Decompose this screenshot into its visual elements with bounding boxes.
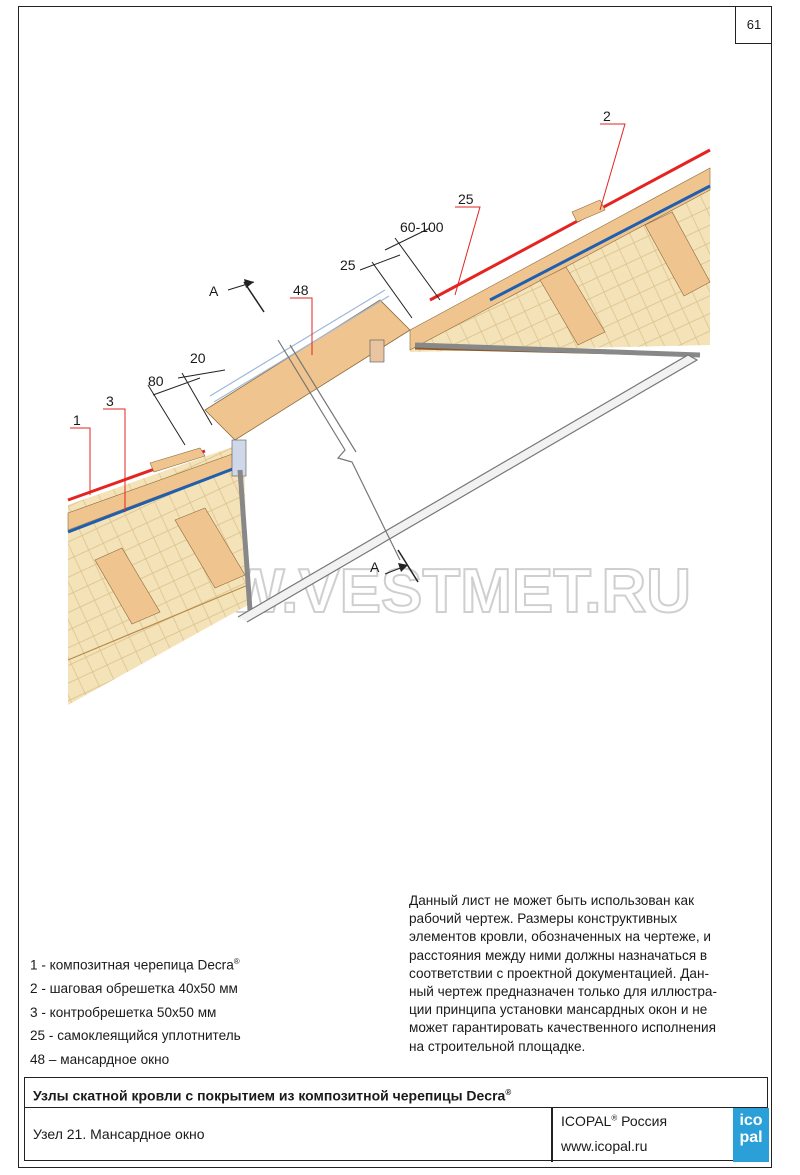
lower-roof-assembly [67, 445, 249, 705]
window-glass-1 [209, 289, 386, 397]
disclaimer-note: Данный лист не может быть использован ка… [409, 892, 771, 1056]
dim-20: 20 [190, 350, 206, 366]
note-line: может гарантировать качественного исполн… [409, 1020, 717, 1036]
upper-roof-assembly [409, 148, 711, 357]
page-number: 61 [735, 6, 772, 44]
leader-25 [454, 206, 481, 296]
upper-rafter-2 [539, 266, 606, 346]
logo-line-2: pal [739, 1129, 763, 1146]
company-website: www.icopal.ru [561, 1138, 648, 1154]
company-text: ICOPAL [561, 1113, 612, 1129]
dim-60-100: 60-100 [400, 219, 444, 235]
dim-line-60 [384, 227, 431, 251]
company-suffix: Россия [617, 1113, 668, 1129]
title-block: Узлы скатной кровли с покрытием из компо… [24, 1077, 769, 1162]
section-cut-line-2 [289, 344, 357, 453]
section-marker-bottom: А [370, 549, 419, 583]
window-frame [204, 299, 411, 441]
dim-line-25 [359, 254, 401, 271]
note-line: ный чертеж предназначен только для иллюс… [409, 984, 717, 1000]
section-marker-top: А [209, 279, 265, 313]
lower-membrane [67, 465, 239, 534]
section-a-bottom-label: А [370, 559, 380, 575]
dim-line-20 [177, 369, 226, 379]
note-line: элементов кровли, обозначенных на чертеж… [409, 929, 712, 945]
window-lining-lower [237, 469, 253, 611]
dim-line-80 [152, 377, 201, 396]
callout-3: 3 [106, 393, 114, 409]
note-line: расстояния между ними должны назначаться… [409, 947, 708, 963]
legend-list: 1 - композитная черепица Decra® 2 - шагов… [30, 950, 241, 1072]
dim-ext-25 [371, 261, 413, 319]
window-handle [369, 339, 385, 363]
company-sup: ® [611, 1113, 618, 1123]
lower-board [67, 584, 249, 661]
roof-window [204, 289, 701, 611]
callout-2: 2 [603, 108, 611, 124]
title-text: Узлы скатной кровли с покрытием из компо… [33, 1087, 506, 1104]
interior-lining [237, 354, 699, 623]
legend-item: 3 - контробрешетка 50х50 мм [30, 1004, 217, 1020]
upper-membrane [489, 184, 711, 302]
note-line: Данный лист не может быть использован ка… [409, 893, 695, 908]
note-line: ции принципа установки мансардных окон и… [409, 1002, 708, 1018]
dimensions [147, 227, 441, 446]
lower-batten [149, 447, 206, 473]
title-block-divider [551, 1108, 553, 1162]
leader-1 [70, 427, 91, 495]
callout-48: 48 [293, 282, 309, 298]
title-sup: ® [505, 1088, 512, 1097]
note-line: соответствии с проектной документацией. … [409, 965, 710, 981]
callouts [70, 123, 626, 512]
window-glass-2 [213, 295, 390, 403]
logo-line-1: ico [739, 1112, 763, 1129]
company-name: ICOPAL® Россия [561, 1113, 667, 1129]
dim-25: 25 [340, 257, 356, 273]
dim-ext-20 [181, 372, 213, 426]
dim-ext-80a [147, 384, 186, 446]
legend-item: 48 – мансардное окно [30, 1051, 170, 1067]
title-block-title: Узлы скатной кровли с покрытием из компо… [25, 1078, 767, 1108]
leader-3 [103, 408, 126, 512]
dim-ext-60 [394, 237, 441, 301]
callout-1: 1 [73, 412, 81, 428]
legend-item: 2 - шаговая обрешетка 40х50 мм [30, 981, 238, 997]
lower-rafter-2 [94, 547, 161, 625]
callout-25: 25 [458, 191, 474, 207]
legend-item: 1 - композитная черепица Decra® [30, 957, 240, 973]
leader-48 [290, 297, 313, 355]
leader-2 [599, 123, 626, 211]
note-line: рабочий чертеж. Размеры конструктивных [409, 911, 678, 927]
upper-batten [571, 199, 606, 223]
sheet-frame [18, 6, 772, 1168]
dim-80: 80 [148, 373, 164, 389]
note-line: на строительной площадке. [409, 1038, 586, 1054]
section-a-top-label: А [209, 283, 219, 299]
legend-item: 25 - самоклеящийся уплотнитель [30, 1028, 241, 1044]
window-lining-upper [414, 342, 701, 358]
upper-tile-line [429, 148, 711, 302]
section-cut-line [277, 339, 401, 561]
upper-counter-batten [409, 167, 711, 351]
upper-rafter-1 [644, 211, 711, 297]
node-title: Узел 21. Мансардное окно [33, 1126, 205, 1142]
